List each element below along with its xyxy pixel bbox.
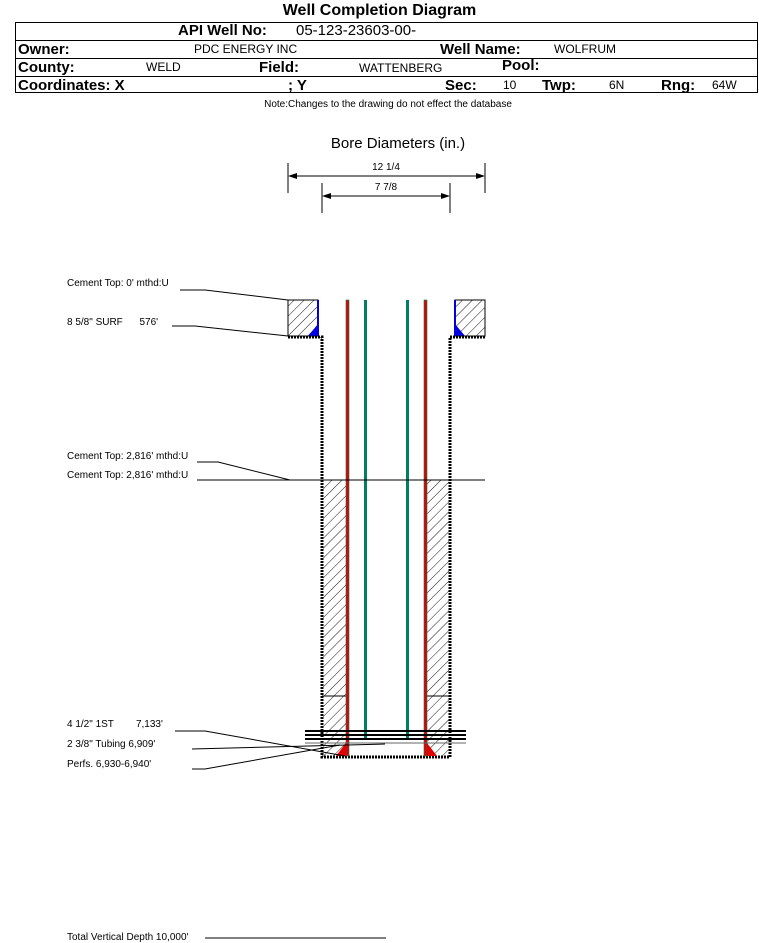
bore-outer-dimension: 12 1/4 [287, 162, 486, 193]
page-title: Well Completion Diagram [282, 2, 477, 19]
total-depth-label: Total Vertical Depth 10,000' [67, 932, 189, 943]
sec-label: Sec: [445, 77, 477, 94]
well-name-value: WOLFRUM [554, 42, 616, 56]
county-value: WELD [146, 60, 181, 74]
pool-label: Pool: [502, 57, 540, 74]
surface-shoe-right [455, 324, 465, 336]
twp-value: 6N [609, 78, 625, 92]
perfs-label: Perfs. 6,930-6,940' [67, 759, 151, 770]
coordinates-label: Coordinates: X [18, 77, 125, 94]
api-label: API Well No: [178, 22, 267, 39]
api-value: 05-123-23603-00- [296, 22, 417, 39]
rng-label: Rng: [661, 77, 696, 94]
cement-top-surface-label: Cement Top: 0' mthd:U [67, 278, 169, 289]
perforations [305, 730, 466, 744]
rng-value: 64W [712, 78, 737, 92]
tubing-label: 2 3/8" Tubing 6,909' [67, 739, 155, 750]
sec-value: 10 [503, 78, 517, 92]
twp-label: Twp: [542, 77, 576, 94]
production-cement-left [323, 480, 346, 756]
leader-lines [172, 289, 386, 939]
note: Note:Changes to the drawing do not effec… [264, 99, 512, 110]
owner-label: Owner: [18, 41, 70, 58]
bore-diameters-title: Bore Diameters (in.) [331, 135, 465, 152]
surface-casing-label: 8 5/8" SURF 576' [67, 317, 158, 328]
y-label: ; Y [288, 77, 307, 94]
well-name-label: Well Name: [440, 41, 521, 58]
county-label: County: [18, 59, 75, 76]
wellbore-outline [288, 335, 485, 759]
field-value: WATTENBERG [359, 61, 443, 75]
production-casing [336, 299, 437, 757]
bore-inner-label: 7 7/8 [375, 182, 398, 193]
cement-top-1-label: Cement Top: 2,816' mthd:U [67, 451, 188, 462]
production-casing-label: 4 1/2" 1ST 7,133' [67, 719, 163, 730]
production-cement-right [427, 480, 449, 756]
cement-top-2-label: Cement Top: 2,816' mthd:U [67, 470, 188, 481]
field-label: Field: [259, 59, 299, 76]
surface-shoe-left [308, 324, 318, 336]
bore-outer-label: 12 1/4 [372, 162, 400, 173]
well-header-table: API Well No: 05-123-23603-00- Owner: PDC… [15, 22, 758, 94]
tubing [364, 300, 409, 740]
owner-value: PDC ENERGY INC [194, 42, 298, 56]
bore-inner-dimension: 7 7/8 [321, 182, 451, 213]
